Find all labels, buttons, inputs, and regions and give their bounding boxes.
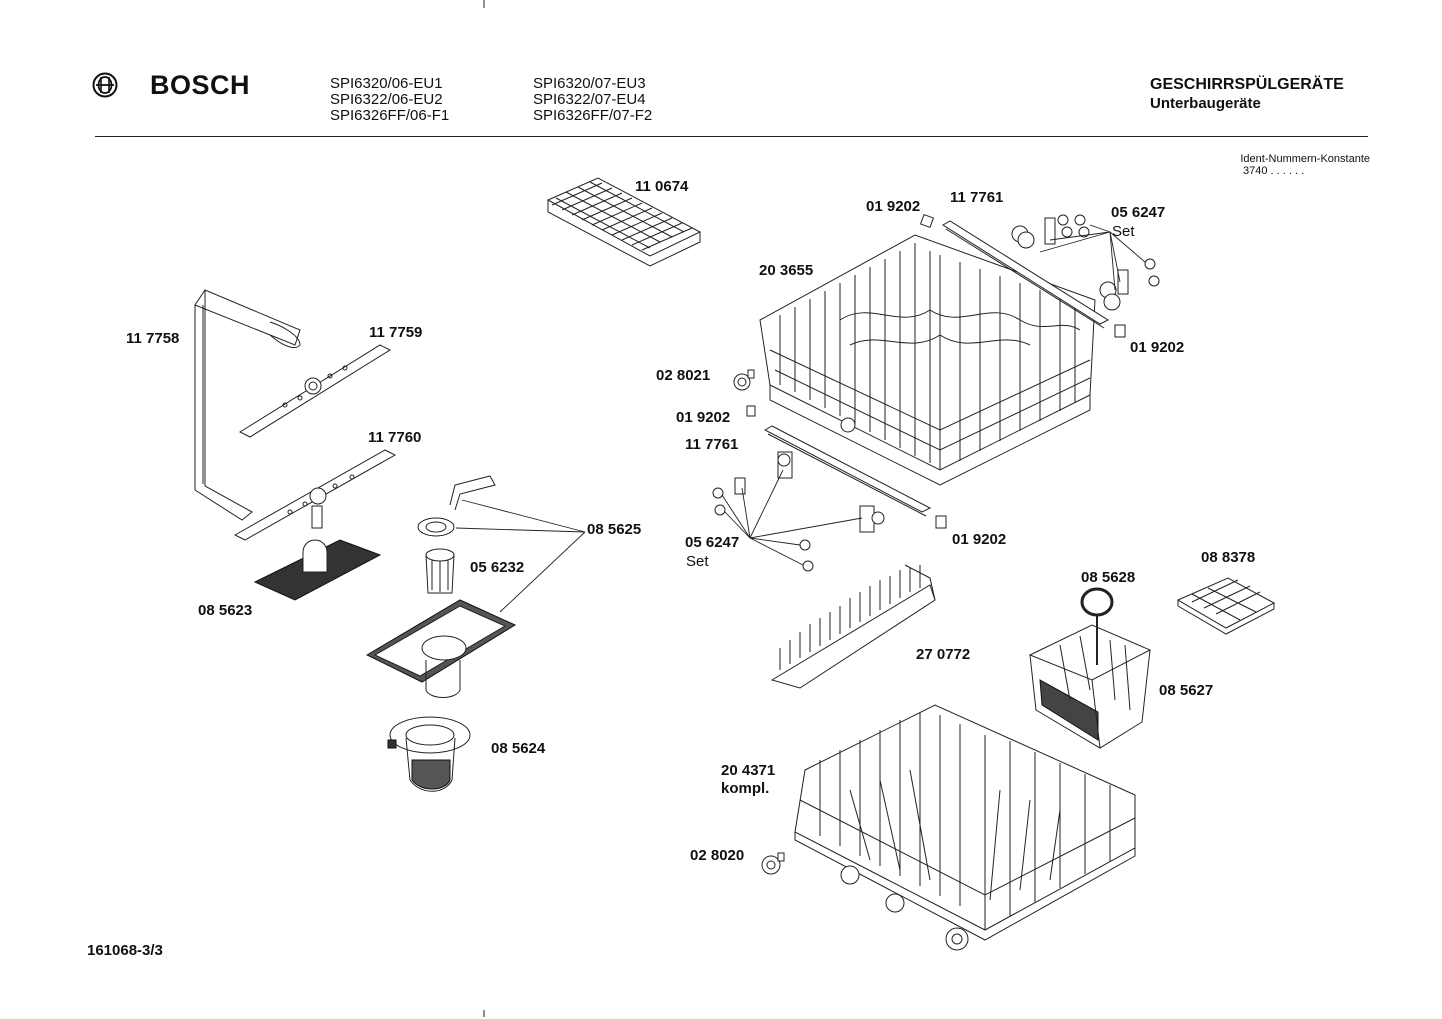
part-number-label: 27 0772	[916, 646, 971, 663]
part-number-label: 01 9202	[866, 198, 921, 215]
part-number-label: 08 5628	[1081, 569, 1136, 586]
model-number: SPI6322/07-EU4	[533, 91, 646, 108]
fine-filter-drawing	[425, 548, 455, 594]
wheel-drawing	[733, 369, 856, 433]
part-number-label: 08 5624	[491, 740, 546, 757]
roller-bracket-set-bottom-drawing	[712, 451, 885, 572]
page-subtitle: Unterbaugeräte	[1150, 95, 1261, 112]
part-set-label: Set	[686, 553, 709, 570]
part-kompl-label: kompl.	[721, 780, 770, 797]
rail-stopper-drawing	[935, 515, 947, 529]
rail-stopper-drawing	[919, 213, 935, 229]
part-number-label: 11 7759	[369, 324, 423, 341]
part-number-label: 01 9202	[676, 409, 731, 426]
roller-bracket-set-top-drawing	[1011, 214, 1160, 311]
model-number: SPI6326FF/06-F1	[330, 107, 450, 124]
lower-basket-wheel-drawing	[761, 852, 785, 875]
part-number-label: 11 7758	[126, 330, 180, 347]
rail-stopper-drawing	[746, 405, 756, 417]
upper-rail-top-drawing	[942, 220, 1110, 329]
part-number-label: 08 5625	[587, 521, 642, 538]
part-number-label: 05 6247	[685, 534, 740, 551]
small-items-tray-drawing	[1176, 577, 1276, 635]
part-number-label: 11 7761	[950, 189, 1004, 206]
ident-label: Ident-Nummern-Konstante	[1240, 153, 1370, 165]
part-number-label: 11 0674	[635, 178, 689, 195]
header-rule	[95, 136, 1368, 137]
microfilter-plate-drawing	[365, 599, 517, 698]
part-set-label: Set	[1112, 223, 1135, 240]
folding-tine-row-drawing	[770, 564, 936, 689]
ident-block: Ident-Nummern-Konstante 3740 . . . . . .	[1190, 153, 1370, 177]
part-number-label: 11 7761	[685, 436, 739, 453]
upper-spray-arm-drawing	[238, 344, 392, 438]
spray-arm-bearing-drawing	[253, 539, 382, 601]
part-number-label: 08 5623	[198, 602, 253, 619]
bosch-logo-icon	[92, 72, 118, 98]
lower-basket-drawing	[794, 704, 1136, 951]
model-number: SPI6322/06-EU2	[330, 91, 443, 108]
model-list-left: SPI6320/06-EU1 SPI6322/06-EU2 SPI6326FF/…	[330, 76, 449, 124]
ident-value: 3740 . . . . . .	[1243, 165, 1305, 177]
filter-cover-drawing	[417, 475, 496, 537]
part-number-label: 05 6232	[470, 559, 525, 576]
lower-spray-arm-drawing	[233, 449, 397, 541]
cutlery-basket-handle-drawing	[1080, 587, 1114, 665]
part-number-label: 20 4371	[721, 762, 776, 779]
drawing-number: 161068-3/3	[87, 942, 163, 959]
model-number: SPI6320/06-EU1	[330, 75, 443, 92]
upper-rail-bottom-drawing	[763, 425, 932, 517]
upper-basket-drawing	[759, 234, 1096, 486]
part-number-label: 08 5627	[1159, 682, 1214, 699]
model-list-right: SPI6320/07-EU3 SPI6322/07-EU4 SPI6326FF/…	[533, 76, 652, 124]
spray-arm-supply-pipe-drawing	[194, 289, 301, 521]
cutlery-basket-drawing	[1028, 624, 1152, 749]
brand-name: BOSCH	[150, 70, 251, 100]
part-number-label: 11 7760	[368, 429, 422, 446]
part-number-label: 02 8020	[690, 847, 745, 864]
part-number-label: 20 3655	[759, 262, 814, 279]
model-number: SPI6320/07-EU3	[533, 75, 646, 92]
coarse-filter-drawing	[387, 716, 471, 792]
part-number-label: 01 9202	[1130, 339, 1185, 356]
cup-rack-insert-drawing	[546, 177, 702, 267]
part-number-label: 08 8378	[1201, 549, 1256, 566]
rail-stopper-drawing	[1114, 324, 1126, 338]
page-title: GESCHIRRSPÜLGERÄTE	[1150, 76, 1344, 93]
model-number: SPI6326FF/07-F2	[533, 107, 653, 124]
part-number-label: 02 8021	[656, 367, 711, 384]
part-number-label: 01 9202	[952, 531, 1007, 548]
leader-line	[455, 499, 586, 613]
part-number-label: 05 6247	[1111, 204, 1166, 221]
